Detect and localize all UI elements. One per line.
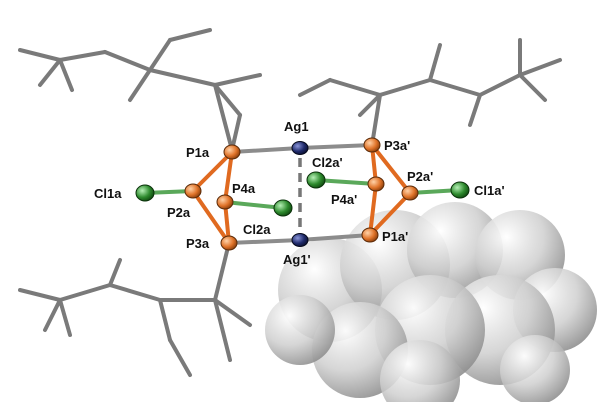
label-p2a: P2a bbox=[167, 205, 191, 220]
atom-cl1ap bbox=[450, 181, 470, 199]
atom-ag1p bbox=[291, 233, 309, 247]
atom-p2a bbox=[184, 183, 202, 199]
label-cl2ap: Cl2a' bbox=[312, 155, 343, 170]
atom-p1ap bbox=[361, 227, 379, 243]
label-p3a: P3a bbox=[186, 236, 210, 251]
label-cl2a: Cl2a bbox=[243, 222, 271, 237]
tert-butyl-sticks-upper-right bbox=[298, 38, 562, 147]
atom-labels: Ag1 P1a P3a' Cl2a' P4a P2a' Cl1a Cl1a' P… bbox=[94, 119, 505, 267]
label-ag1: Ag1 bbox=[284, 119, 309, 134]
label-cl1a: Cl1a bbox=[94, 186, 122, 201]
atom-p4a bbox=[216, 194, 234, 210]
atom-p3ap bbox=[363, 137, 381, 153]
tert-butyl-sticks-lower-left bbox=[18, 241, 252, 377]
atom-cl1a bbox=[135, 184, 155, 202]
atom-cl2a bbox=[273, 199, 293, 217]
ag-p-bonds bbox=[227, 143, 374, 245]
atoms bbox=[135, 137, 470, 251]
label-ag1p: Ag1' bbox=[283, 252, 311, 267]
label-p2ap: P2a' bbox=[407, 169, 433, 184]
atom-p2ap bbox=[401, 185, 419, 201]
label-p4ap: P4a' bbox=[331, 192, 357, 207]
tert-butyl-sticks-upper-left bbox=[18, 28, 262, 152]
label-p1a: P1a bbox=[186, 145, 210, 160]
atom-p4ap bbox=[367, 176, 385, 192]
space-filling-substituent bbox=[265, 202, 597, 402]
label-p1ap: P1a' bbox=[382, 229, 408, 244]
label-p3ap: P3a' bbox=[384, 138, 410, 153]
atom-p3a bbox=[220, 235, 238, 251]
atom-cl2ap bbox=[306, 171, 326, 189]
label-p4a: P4a bbox=[232, 181, 256, 196]
label-cl1ap: Cl1a' bbox=[474, 183, 505, 198]
atom-p1a bbox=[223, 144, 241, 160]
atom-ag1 bbox=[291, 141, 309, 155]
